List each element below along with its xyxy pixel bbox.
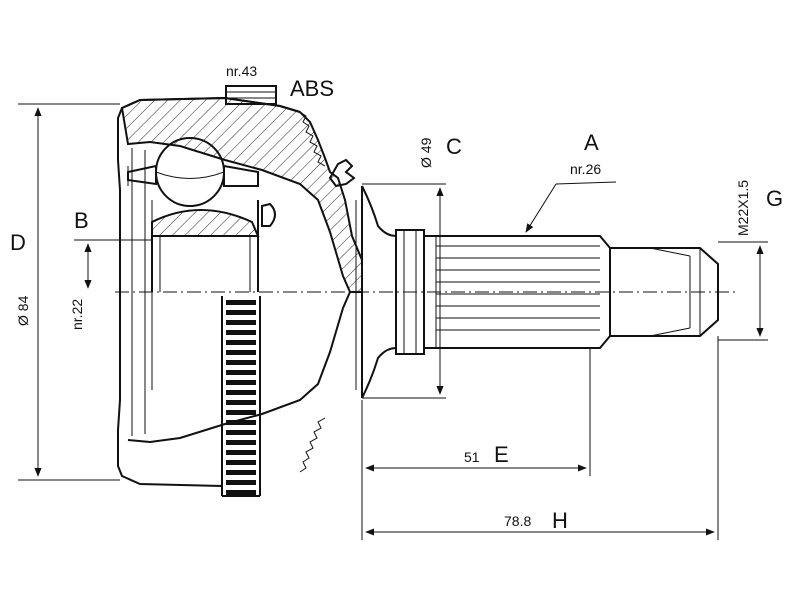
housing bbox=[117, 85, 363, 487]
label-abs: ABS bbox=[290, 76, 334, 101]
abs-tooth bbox=[226, 490, 256, 495]
label-c-dim: Ø 49 bbox=[418, 137, 434, 168]
label-g: G bbox=[766, 186, 783, 211]
abs-tooth bbox=[226, 450, 256, 455]
stub-shaft bbox=[361, 185, 719, 399]
abs-tooth bbox=[226, 350, 256, 355]
label-abs-teeth: nr.43 bbox=[226, 63, 257, 79]
label-a: A bbox=[584, 130, 599, 155]
label-e-dim: 51 bbox=[464, 449, 480, 465]
abs-tooth bbox=[226, 480, 256, 485]
abs-tooth bbox=[226, 340, 256, 345]
abs-tooth bbox=[226, 380, 256, 385]
abs-tooth bbox=[226, 460, 256, 465]
boot-clip bbox=[328, 158, 356, 188]
inner-hub bbox=[151, 209, 260, 237]
labels: nr.43 ABS C Ø 49 A nr.26 G M22X1.5 D Ø 8… bbox=[10, 63, 783, 533]
label-c: C bbox=[446, 134, 462, 159]
label-d-dim: Ø 84 bbox=[15, 295, 31, 326]
abs-ring bbox=[221, 296, 261, 497]
housing-hatched-section bbox=[120, 96, 363, 293]
abs-tooth bbox=[226, 390, 256, 395]
label-h-dim: 78.8 bbox=[504, 513, 531, 529]
inner-race bbox=[127, 137, 276, 292]
abs-tooth bbox=[226, 470, 256, 475]
abs-tooth bbox=[226, 430, 256, 435]
label-b: B bbox=[74, 208, 89, 233]
abs-tooth bbox=[226, 300, 256, 305]
label-e: E bbox=[494, 442, 509, 467]
label-b-teeth: nr.22 bbox=[69, 299, 85, 330]
abs-tooth bbox=[226, 400, 256, 405]
abs-tooth bbox=[226, 310, 256, 315]
dimensions bbox=[18, 103, 768, 540]
label-d: D bbox=[10, 230, 26, 255]
abs-tooth bbox=[226, 440, 256, 445]
abs-tooth bbox=[226, 330, 256, 335]
label-a-teeth: nr.26 bbox=[570, 161, 601, 177]
abs-tooth bbox=[226, 320, 256, 325]
abs-tooth bbox=[226, 410, 256, 415]
label-h: H bbox=[552, 508, 568, 533]
abs-tooth bbox=[226, 370, 256, 375]
abs-tooth bbox=[226, 360, 256, 365]
abs-tooth bbox=[226, 420, 256, 425]
label-g-dim: M22X1.5 bbox=[735, 180, 751, 236]
